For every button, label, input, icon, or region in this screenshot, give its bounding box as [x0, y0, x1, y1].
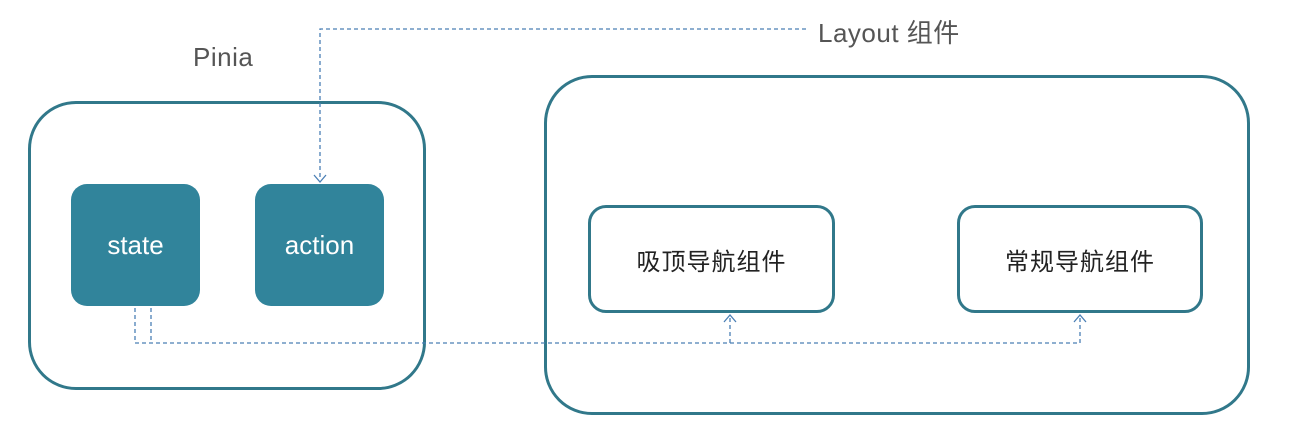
- layout-container: [544, 75, 1250, 415]
- pinia-container: [28, 101, 426, 390]
- normal-nav-node: 常规导航组件: [957, 205, 1203, 313]
- layout-label: Layout 组件: [818, 18, 960, 48]
- sticky-nav-node: 吸顶导航组件: [588, 205, 835, 313]
- normal-nav-node-label: 常规导航组件: [1005, 248, 1155, 276]
- sticky-nav-node-label: 吸顶导航组件: [636, 248, 787, 276]
- pinia-label: Pinia: [193, 42, 254, 72]
- action-node: action: [255, 184, 384, 306]
- state-node: state: [71, 184, 200, 306]
- action-node-label: action: [284, 229, 355, 260]
- state-node-label: state: [107, 229, 164, 260]
